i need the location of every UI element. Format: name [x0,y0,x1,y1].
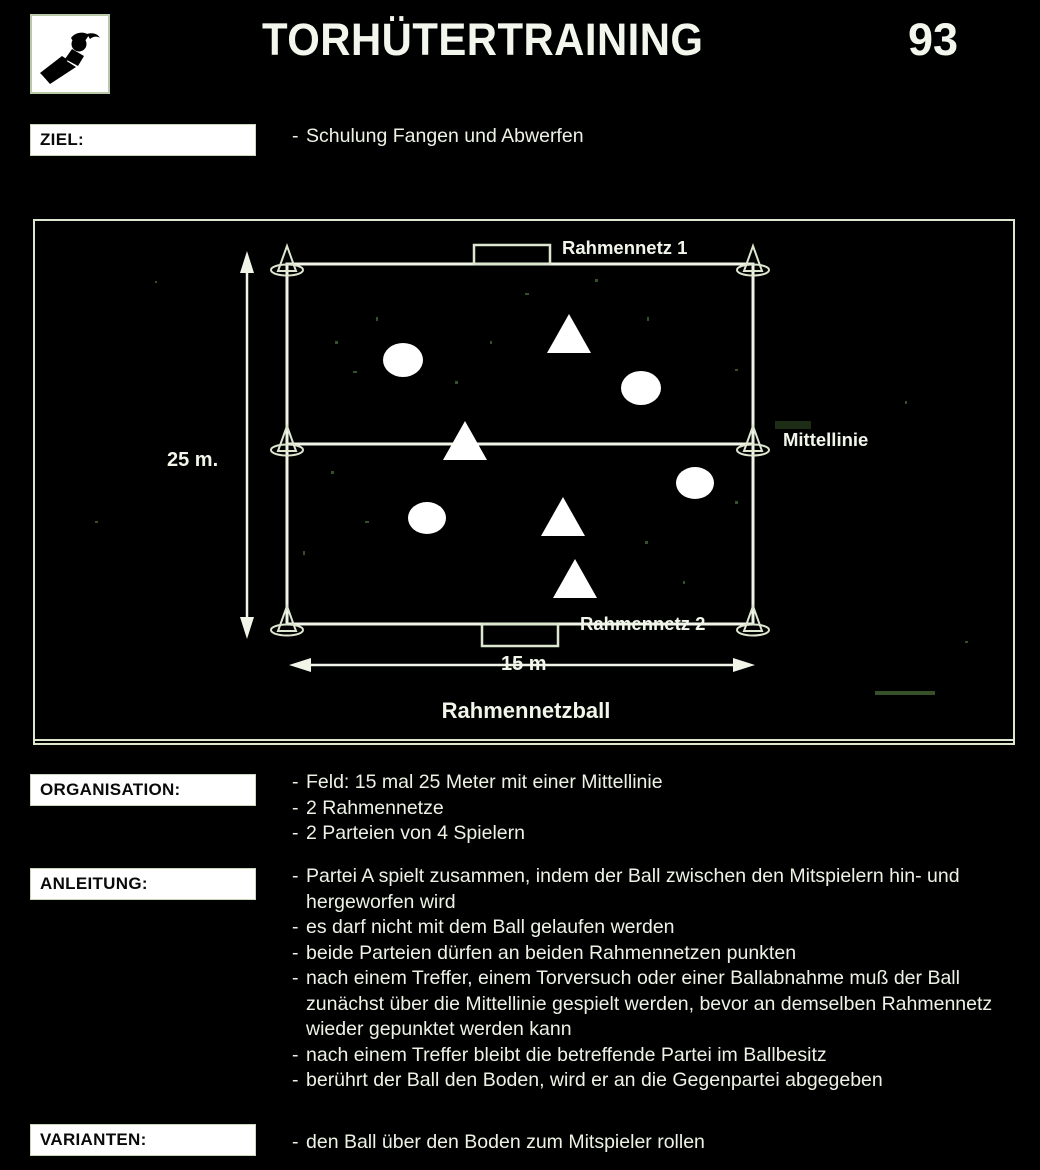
diagram-label-midline: Mittellinie [783,429,869,450]
list-item: es darf nicht mit dem Ball gelaufen werd… [292,915,1022,941]
player-team-a [383,343,714,534]
section-label-anleitung: ANLEITUNG: [30,868,256,900]
diagram-label-top-net: Rahmennetz 1 [562,237,688,258]
section-body-organisation: Feld: 15 mal 25 Meter mit einer Mittelli… [292,770,1022,847]
section-body-varianten: den Ball über den Boden zum Mitspieler r… [292,1130,1022,1156]
list-item: den Ball über den Boden zum Mitspieler r… [292,1130,1022,1156]
diagram-label-bottom-net: Rahmennetz 2 [580,613,706,634]
page-title: TORHÜTERTRAINING [262,14,704,65]
list-item: nach einem Treffer bleibt die betreffend… [292,1043,1022,1069]
diagram-label-width-dimension: 15 m [501,653,547,675]
page-number: 93 [908,14,959,65]
section-body-anleitung: Partei A spielt zusammen, indem der Ball… [292,864,1022,1094]
goalkeeper-diving-icon [30,14,110,94]
section-label-ziel: ZIEL: [30,124,256,156]
list-item: nach einem Treffer, einem Torversuch ode… [292,966,1022,1043]
diagram-caption: Rahmennetzball [441,698,611,723]
list-item: beide Parteien dürfen an beiden Rahmenne… [292,941,1022,967]
list-item: Schulung Fangen und Abwerfen [292,124,1022,150]
drill-diagram: Rahmennetz 1 Rahmennetz 2 Mittellinie 25… [33,219,1015,745]
section-body-ziel: Schulung Fangen und Abwerfen [292,124,1022,150]
list-item: 2 Parteien von 4 Spielern [292,821,1022,847]
diagram-graphics [35,221,1013,743]
list-item: Feld: 15 mal 25 Meter mit einer Mittelli… [292,770,1022,796]
section-label-organisation: ORGANISATION: [30,774,256,806]
list-item: 2 Rahmennetze [292,796,1022,822]
list-item: berührt der Ball den Boden, wird er an d… [292,1068,1022,1094]
diagram-label-height-dimension: 25 m. [167,449,219,471]
section-label-varianten: VARIANTEN: [30,1124,256,1156]
player-team-b [443,314,597,598]
list-item: Partei A spielt zusammen, indem der Ball… [292,864,1022,915]
